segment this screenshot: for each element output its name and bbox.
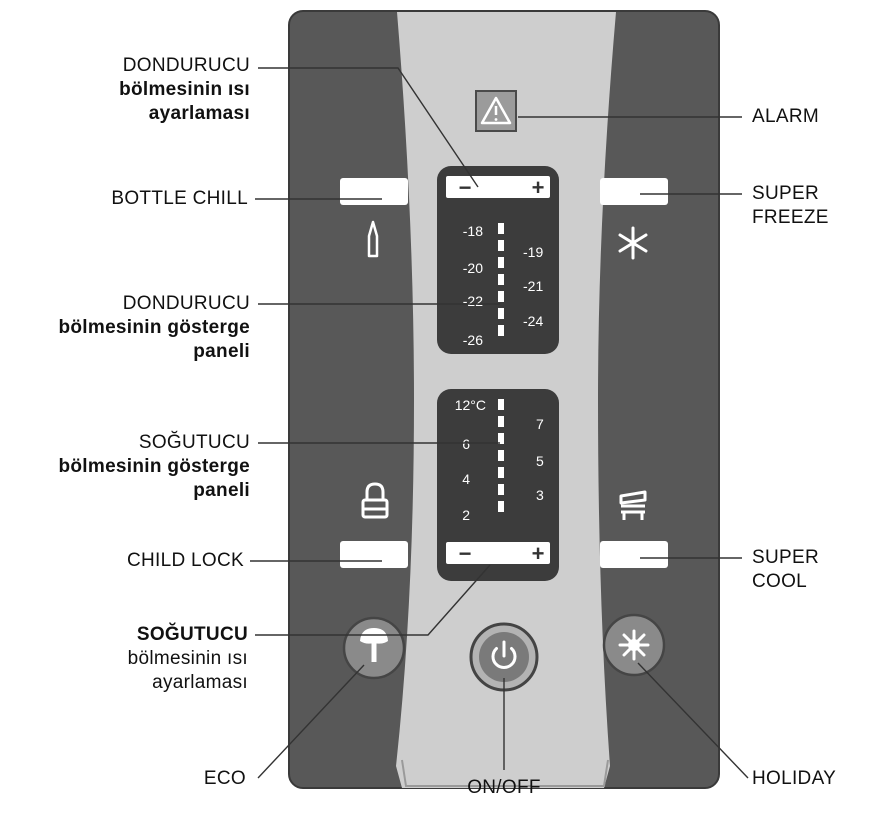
label-line: DONDURUCU bbox=[122, 293, 250, 314]
super-cool-button[interactable] bbox=[600, 541, 668, 568]
label-super-cool: SUPER COOL bbox=[752, 546, 819, 594]
label-on: ON bbox=[467, 777, 497, 798]
label-line: ayarlaması bbox=[152, 672, 248, 693]
padlock-icon bbox=[361, 482, 389, 519]
fridge-value-right: 3 bbox=[536, 487, 544, 503]
freezer-value-right: -21 bbox=[523, 278, 543, 294]
label-line: DONDURUCU bbox=[122, 55, 250, 76]
freezer-value-right: -24 bbox=[523, 313, 543, 329]
freezer-value-left: -22 bbox=[463, 293, 483, 309]
label-line: SUPER bbox=[752, 183, 819, 204]
leader-eco bbox=[257, 664, 365, 779]
freezer-value-left: -20 bbox=[463, 260, 483, 276]
fridge-value-left: 2 bbox=[462, 507, 470, 523]
leader-fridge-adjust bbox=[255, 564, 491, 636]
freezer-led-column bbox=[498, 223, 504, 336]
leader-freezer-adjust bbox=[258, 67, 479, 188]
freezer-adjust-bar[interactable]: − + bbox=[446, 175, 550, 200]
fridge-plus-button[interactable]: + bbox=[532, 541, 545, 566]
holiday-button[interactable] bbox=[602, 613, 666, 677]
label-line: SOĞUTUCU bbox=[136, 624, 248, 645]
fridge-value-right: 7 bbox=[536, 416, 544, 432]
label-off: OFF bbox=[501, 777, 541, 798]
label-separator: / bbox=[496, 777, 502, 798]
fridge-value-left: 12°C bbox=[455, 397, 486, 413]
fridge-cool-icon bbox=[619, 490, 647, 520]
tree-icon bbox=[360, 628, 388, 662]
label-holiday: HOLIDAY bbox=[752, 768, 837, 789]
label-fridge-display: SOĞUTUCU bölmesinin gösterge paneli bbox=[0, 431, 250, 503]
fridge-scale: 12°C 6 4 2 7 5 3 bbox=[455, 397, 544, 523]
label-fridge-adjust: SOĞUTUCU bölmesinin ısı ayarlaması bbox=[30, 623, 248, 695]
sun-icon bbox=[618, 629, 650, 661]
alarm-button[interactable] bbox=[475, 90, 517, 132]
bottle-chill-button[interactable] bbox=[340, 178, 408, 205]
fridge-minus-button[interactable]: − bbox=[459, 541, 472, 566]
fridge-led-column bbox=[498, 399, 504, 512]
label-line: bölmesinin gösterge bbox=[58, 456, 250, 477]
power-icon bbox=[491, 640, 517, 670]
leader-lines bbox=[250, 67, 749, 779]
label-line: paneli bbox=[193, 341, 250, 362]
on-off-button[interactable] bbox=[469, 622, 539, 692]
freezer-plus-button[interactable]: + bbox=[532, 175, 545, 200]
freezer-minus-button[interactable]: − bbox=[459, 175, 472, 200]
fridge-value-left: 4 bbox=[462, 471, 470, 487]
label-line: SOĞUTUCU bbox=[138, 432, 250, 453]
fridge-adjust-bar[interactable]: − + bbox=[446, 541, 550, 566]
label-line: paneli bbox=[193, 480, 250, 501]
child-lock-button[interactable] bbox=[340, 541, 408, 568]
label-eco: ECO bbox=[203, 768, 246, 789]
snowflake-icon bbox=[618, 226, 648, 260]
label-super-freeze: SUPER FREEZE bbox=[752, 182, 829, 230]
label-freezer-display: DONDURUCU bölmesinin gösterge paneli bbox=[0, 292, 250, 364]
bottle-icon bbox=[367, 220, 379, 258]
label-child-lock: CHILD LOCK bbox=[126, 550, 244, 571]
label-line: ayarlaması bbox=[148, 103, 250, 124]
label-line: SUPER bbox=[752, 547, 819, 568]
label-line: bölmesinin ısı bbox=[119, 79, 250, 100]
freezer-value-left: -26 bbox=[463, 332, 483, 348]
label-bottle-chill: BOTTLE CHILL bbox=[111, 188, 248, 209]
freezer-scale: -18 -20 -22 -26 -19 -21 -24 bbox=[463, 223, 544, 348]
warning-triangle-icon bbox=[480, 96, 512, 125]
panel-bottom-notch bbox=[401, 759, 609, 787]
super-freeze-button[interactable] bbox=[600, 178, 668, 205]
label-alarm: ALARM bbox=[752, 106, 819, 127]
fridge-value-right: 5 bbox=[536, 453, 544, 469]
label-line: bölmesinin gösterge bbox=[58, 317, 250, 338]
fridge-value-left: 6 bbox=[462, 436, 470, 452]
eco-button[interactable] bbox=[342, 616, 406, 680]
label-line: COOL bbox=[752, 571, 808, 592]
label-freezer-adjust: DONDURUCU bölmesinin ısı ayarlaması bbox=[50, 54, 250, 126]
label-line: FREEZE bbox=[752, 207, 829, 228]
freezer-value-right: -19 bbox=[523, 244, 543, 260]
freezer-value-left: -18 bbox=[463, 223, 483, 239]
leader-holiday bbox=[637, 662, 749, 779]
label-line: bölmesinin ısı bbox=[127, 648, 248, 669]
label-on-off: ON/OFF bbox=[454, 776, 554, 800]
